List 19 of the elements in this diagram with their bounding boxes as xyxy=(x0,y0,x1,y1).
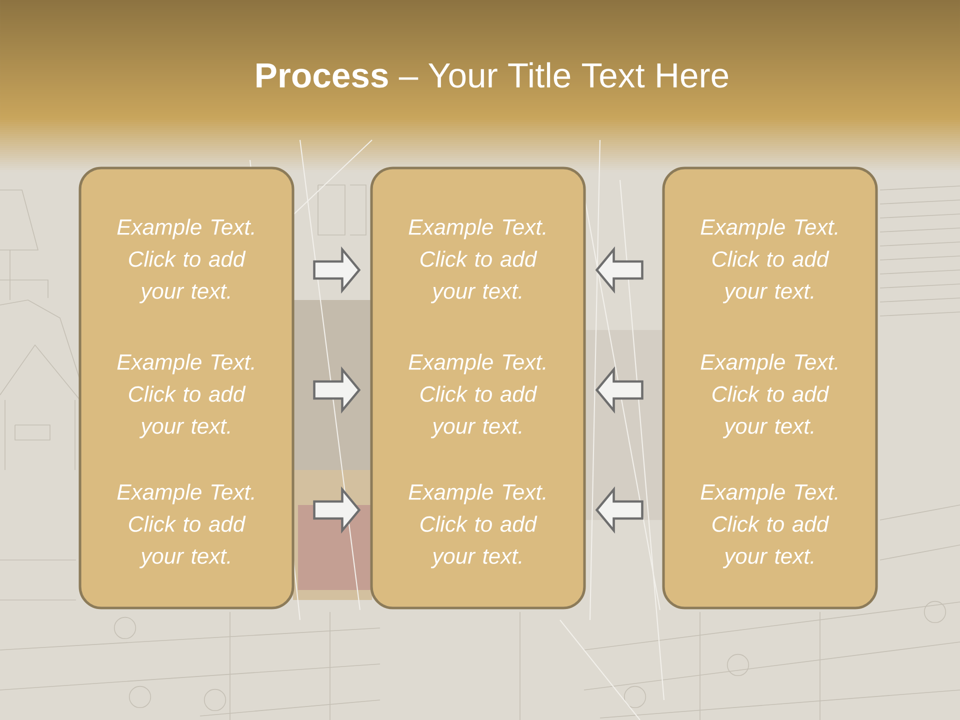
body-text: Example Text. Click to add your text. xyxy=(700,218,838,304)
arrow xyxy=(595,366,644,414)
body-text: Example Text. Click to add your text. xyxy=(117,484,254,568)
arrow xyxy=(313,486,361,534)
body-text: Example Text. Click to add your text. xyxy=(408,218,546,304)
process-box xyxy=(662,166,878,610)
arrow xyxy=(595,486,644,534)
body-text: Example Text. Click to add your text. xyxy=(700,354,838,438)
body-text: Example Text. Click to add your text. xyxy=(700,484,838,568)
arrow xyxy=(595,246,644,294)
arrow xyxy=(313,246,361,294)
process-box xyxy=(370,166,586,610)
body-text: Example Text. Click to add your text. xyxy=(117,218,254,304)
title: Process – Your Title Text Here xyxy=(256,62,728,88)
body-text: Example Text. Click to add your text. xyxy=(408,484,546,568)
arrow xyxy=(313,366,361,414)
body-text: Example Text. Click to add your text. xyxy=(408,354,546,438)
body-text: Example Text. Click to add your text. xyxy=(117,354,254,438)
process-box xyxy=(78,166,294,610)
